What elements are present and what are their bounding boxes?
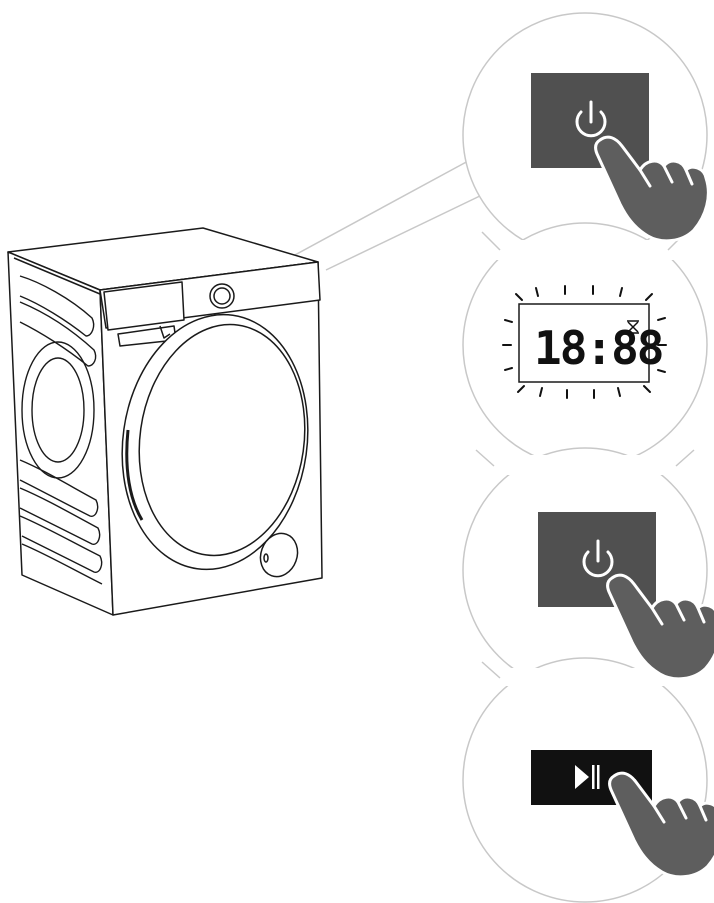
side-ribs xyxy=(19,275,103,585)
side-porthole-outer xyxy=(21,341,95,479)
power-icon xyxy=(575,100,607,138)
callout-connector-line xyxy=(325,193,485,271)
door-glass xyxy=(138,323,306,557)
step2-display-flash: 18:88 xyxy=(502,285,667,399)
filter-cover xyxy=(259,532,299,578)
step3-power-press xyxy=(538,512,714,681)
washing-machine xyxy=(7,227,323,616)
display-time-readout: 18:88 xyxy=(534,321,662,375)
detergent-drawer xyxy=(103,281,185,331)
display-panel xyxy=(518,303,650,383)
side-porthole-inner xyxy=(31,357,85,463)
hourglass-icon xyxy=(627,320,639,334)
power-icon xyxy=(582,539,614,578)
play-pause-icon xyxy=(575,765,600,789)
flash-rays xyxy=(502,285,667,399)
callout-connector-line xyxy=(281,159,471,263)
step4-start-press xyxy=(531,750,714,879)
step1-power-press xyxy=(531,73,710,243)
